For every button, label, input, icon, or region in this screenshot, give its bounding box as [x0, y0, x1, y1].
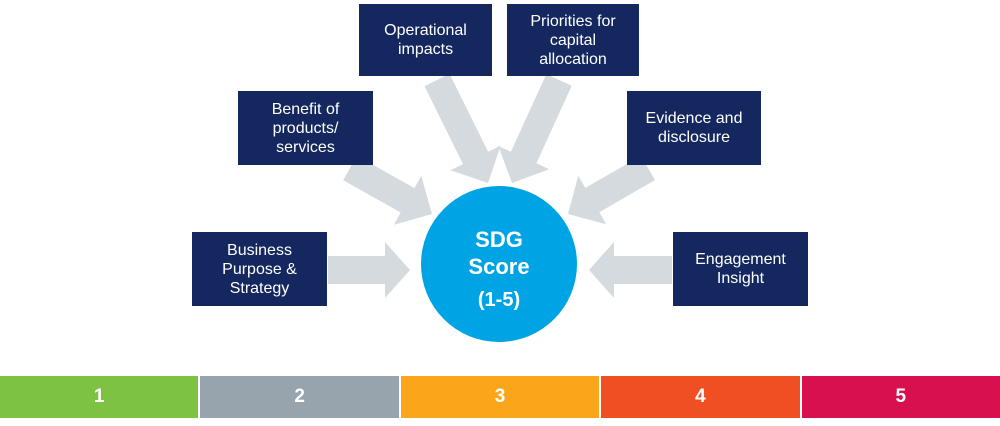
input-line: impacts [397, 41, 454, 58]
scale-label: 3 [494, 386, 506, 407]
input-line: Benefit of [271, 100, 340, 118]
score-range: (1-5) [477, 289, 521, 311]
input-box-engagement-insight: Engagement Insight [673, 232, 808, 306]
input-box-evidence-disclosure: Evidence and disclosure [627, 91, 761, 165]
input-box-benefit-of-products: Benefit of products/ services [238, 91, 373, 165]
input-line: Purpose & [222, 260, 297, 278]
input-line: Priorities for [530, 12, 616, 30]
scale-label: 2 [294, 386, 305, 407]
input-line: Operational [384, 22, 467, 39]
input-line: Evidence and [645, 110, 743, 127]
arrow-benefit-products [343, 155, 432, 225]
score-title-line2: Score [468, 254, 530, 279]
input-line: capital [549, 31, 597, 49]
arrow-evidence-disclosure [568, 155, 655, 225]
input-box-business-purpose: Business Purpose & Strategy [192, 232, 327, 306]
scale-segment-1: 1 [0, 376, 201, 418]
input-line: Strategy [229, 279, 290, 297]
arrow-capital-allocation [498, 74, 572, 183]
scale-segment-4: 4 [601, 376, 802, 418]
input-box-capital-allocation: Priorities for capital allocation [507, 4, 639, 76]
scale-label: 4 [695, 386, 706, 407]
input-line: services [276, 138, 335, 156]
input-line: Engagement [695, 251, 786, 268]
input-line: products/ [272, 119, 339, 137]
score-title-line1: SDG [475, 227, 523, 252]
input-line: Business [227, 241, 292, 259]
diagonal-arrows [343, 73, 655, 225]
arrow-engagement-insight [589, 242, 672, 298]
arrow-business-purpose [328, 242, 410, 298]
input-box-operational-impacts: Operational impacts [359, 4, 492, 76]
arrow-operational-impacts [424, 73, 501, 183]
scale-label: 5 [895, 386, 907, 407]
score-scale-bar: 1 2 3 4 5 [0, 376, 1000, 418]
scale-segment-3: 3 [400, 376, 602, 418]
scale-label: 1 [93, 386, 105, 407]
input-line: disclosure [657, 129, 731, 146]
input-line: allocation [539, 50, 607, 68]
scale-segment-2: 2 [200, 376, 401, 418]
sdg-score-circle: SDG Score (1-5) [421, 186, 577, 342]
input-line: Insight [716, 270, 765, 287]
scale-segment-5: 5 [801, 376, 1000, 418]
